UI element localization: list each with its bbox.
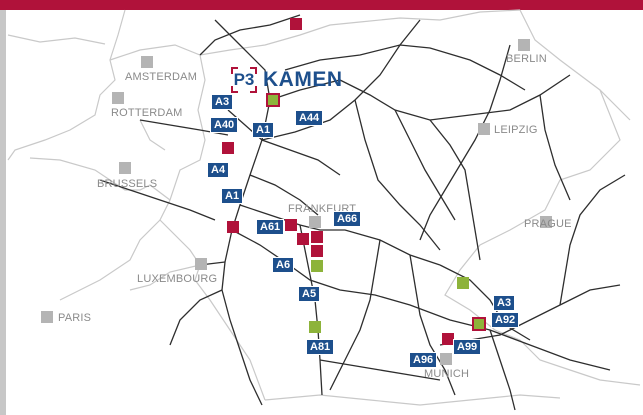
top-accent-bar (0, 0, 643, 10)
site-marker-red (297, 233, 309, 245)
road-label-a3: A3 (211, 94, 234, 110)
city-label-brussels: BRUSSELS (97, 178, 158, 190)
site-marker-green (311, 260, 323, 272)
site-marker-red (311, 231, 323, 243)
city-label-munich: MUNICH (424, 368, 470, 380)
road-label-a40: A40 (210, 117, 239, 133)
p3-logo-icon: P3 (231, 67, 257, 93)
road-label-a96: A96 (409, 352, 438, 368)
site-marker-highlighted (472, 317, 486, 331)
city-label-berlin: BERLIN (506, 53, 547, 65)
city-marker-luxembourg (195, 258, 207, 270)
city-marker-prague (540, 216, 552, 228)
city-marker-brussels (119, 162, 131, 174)
road-label-a4: A4 (207, 162, 230, 178)
city-label-rotterdam: ROTTERDAM (111, 107, 183, 119)
city-label-prague: PRAGUE (524, 218, 572, 230)
road-label-a44: A44 (295, 110, 324, 126)
city-marker-leipzig (478, 123, 490, 135)
city-marker-berlin (518, 39, 530, 51)
road-label-a5: A5 (298, 286, 321, 302)
road-label-a66: A66 (333, 211, 362, 227)
site-marker-red (311, 245, 323, 257)
road-label-a61: A61 (256, 219, 285, 235)
site-marker-green (309, 321, 321, 333)
road-label-a1-south: A1 (221, 188, 244, 204)
road-label-a1: A1 (252, 122, 275, 138)
site-marker-red (442, 333, 454, 345)
city-marker-rotterdam (112, 92, 124, 104)
site-marker-highlighted (266, 93, 280, 107)
city-marker-munich (440, 353, 452, 365)
site-marker-green (457, 277, 469, 289)
logo-text: P3 (233, 70, 255, 89)
city-label-paris: PARIS (58, 312, 92, 324)
site-marker-red (290, 18, 302, 30)
borders (7, 9, 641, 406)
site-marker-red (285, 219, 297, 231)
left-border (0, 10, 6, 415)
road-label-a3-east: A3 (493, 295, 516, 311)
city-marker-frankfurt (309, 216, 321, 228)
road-label-a99: A99 (453, 339, 482, 355)
city-label-luxembourg: LUXEMBOURG (137, 273, 218, 285)
brand-name: KAMEN (263, 68, 343, 91)
city-marker-amsterdam (141, 56, 153, 68)
city-marker-paris (41, 311, 53, 323)
road-label-a81: A81 (306, 339, 335, 355)
road-label-a6: A6 (272, 257, 295, 273)
road-label-a92: A92 (491, 312, 520, 328)
site-marker-red (222, 142, 234, 154)
city-label-leipzig: LEIPZIG (494, 124, 538, 136)
city-label-amsterdam: AMSTERDAM (125, 71, 198, 83)
site-marker-red (227, 221, 239, 233)
p3-kamen-brand: P3 KAMEN (231, 66, 343, 94)
